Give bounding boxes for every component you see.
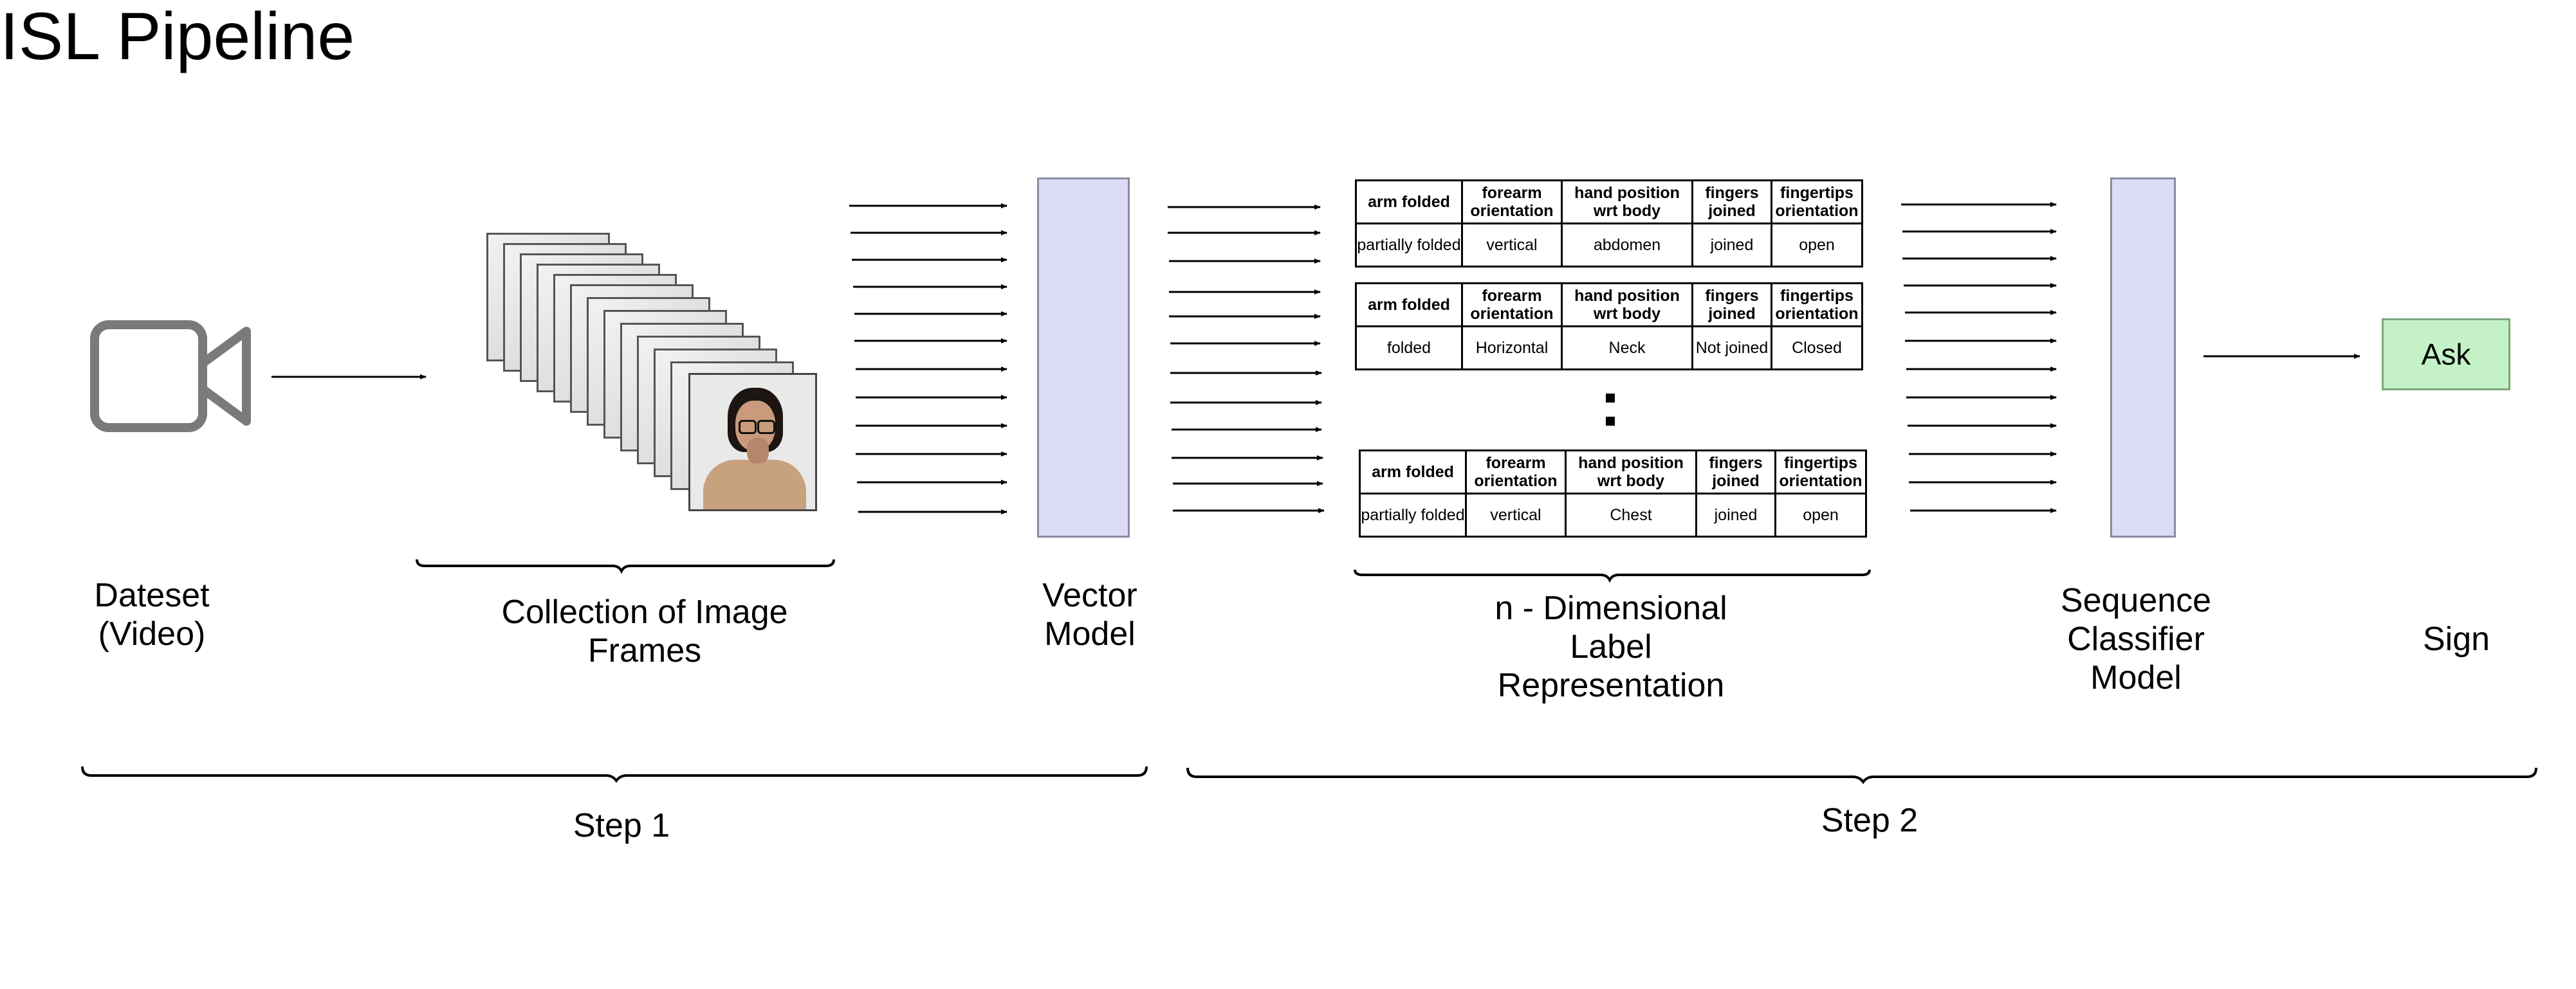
arrows-frames-to-vector (849, 203, 1007, 514)
table-header: fingertips orientation (1771, 282, 1863, 327)
table-cell: abdomen (1561, 222, 1693, 268)
ellipsis-dot (1606, 417, 1615, 426)
caption-vector-model: Vector Model (1042, 577, 1137, 653)
table-cell: partially folded (1359, 493, 1467, 538)
table-cell: Closed (1771, 325, 1863, 370)
table-cell: Neck (1561, 325, 1693, 370)
table-header: arm folded (1355, 282, 1463, 327)
table-header: forearm orientation (1461, 282, 1563, 327)
caption-label-representation: n - Dimensional Label Representation (1495, 590, 1727, 704)
brace-step2 (1186, 767, 2537, 785)
vector-model-block (1037, 177, 1130, 538)
video-camera-icon (90, 320, 251, 432)
label-table-1: arm folded forearm orientation hand posi… (1355, 179, 1863, 268)
step-2-label: Step 2 (1821, 802, 1918, 839)
table-header: fingers joined (1695, 449, 1776, 494)
table-header: hand position wrt body (1561, 179, 1693, 224)
label-table-3: arm folded forearm orientation hand posi… (1359, 449, 1867, 538)
table-cell: joined (1691, 222, 1772, 268)
table-header: forearm orientation (1465, 449, 1567, 494)
table-cell: vertical (1461, 222, 1563, 268)
table-cell: open (1774, 493, 1867, 538)
table-header: fingers joined (1691, 282, 1772, 327)
sign-output-label: Ask (2421, 338, 2471, 371)
table-header: arm folded (1355, 179, 1463, 224)
arrows-tables-to-sequence (1901, 202, 2057, 513)
ellipsis-dot (1606, 394, 1615, 403)
table-cell: vertical (1465, 493, 1567, 538)
table-header: fingertips orientation (1771, 179, 1863, 224)
page-title: ISL Pipeline (0, 0, 355, 74)
table-cell: open (1771, 222, 1863, 268)
step-1-label: Step 1 (573, 807, 670, 844)
caption-dataset: Dateset (Video) (94, 577, 210, 653)
table-header: forearm orientation (1461, 179, 1563, 224)
table-header: hand position wrt body (1565, 449, 1697, 494)
table-cell: joined (1695, 493, 1776, 538)
table-header: hand position wrt body (1561, 282, 1693, 327)
table-cell: partially folded (1355, 222, 1463, 268)
table-cell: Horizontal (1461, 325, 1563, 370)
brace-labels (1354, 569, 1871, 583)
table-header: fingertips orientation (1774, 449, 1867, 494)
front-image-frame (688, 373, 817, 511)
label-table-2: arm folded forearm orientation hand posi… (1355, 282, 1863, 370)
table-header: arm folded (1359, 449, 1467, 494)
table-header: fingers joined (1691, 179, 1772, 224)
sequence-classifier-block (2110, 177, 2176, 538)
table-cell: Not joined (1691, 325, 1772, 370)
table-cell: Chest (1565, 493, 1697, 538)
brace-frames (416, 559, 835, 574)
arrows-vector-to-tables (1168, 204, 1325, 513)
brace-step1 (81, 766, 1148, 783)
table-cell: folded (1355, 325, 1463, 370)
sign-output-box: Ask (2382, 318, 2510, 390)
caption-sign: Sign (2422, 621, 2490, 658)
caption-frames: Collection of Image Frames (501, 594, 788, 669)
caption-sequence-model: Sequence Classifier Model (2060, 582, 2212, 696)
